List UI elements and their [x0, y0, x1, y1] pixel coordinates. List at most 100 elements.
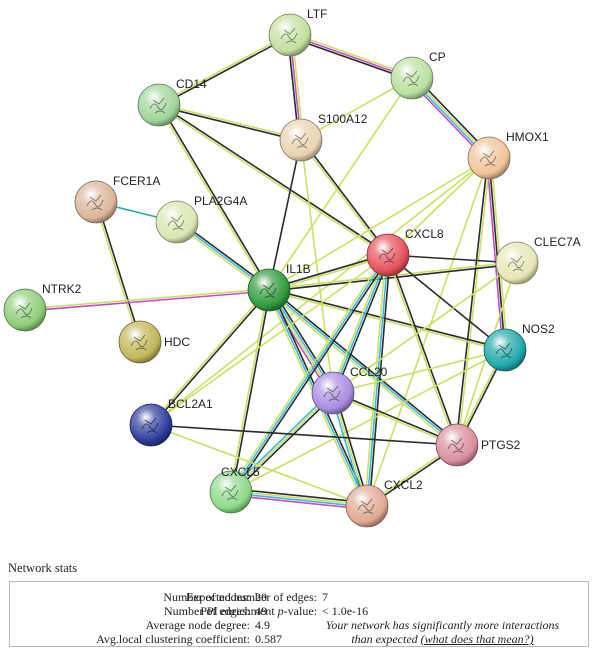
node-label: PTGS2 [481, 438, 521, 452]
edge-line [158, 33, 290, 105]
edge-line [149, 288, 269, 425]
node-hdc[interactable]: HDC [118, 320, 190, 364]
node-fcer1a[interactable]: FCER1A [74, 174, 160, 224]
edge-cxcl8-cxcl5 [228, 253, 391, 494]
node-cxcl5[interactable]: CXCL5 [209, 465, 260, 514]
edge-line [268, 157, 490, 291]
nodes-label: Number of nodes: [163, 590, 250, 604]
protein-structure-icon [15, 302, 33, 319]
protein-node-circle[interactable] [268, 13, 312, 57]
protein-structure-icon [221, 484, 239, 501]
node-cd14[interactable]: CD14 [137, 77, 207, 127]
edge-hmox1-bcl2a1 [150, 157, 490, 426]
node-nos2[interactable]: NOS2 [483, 322, 555, 372]
edge-line [157, 105, 269, 291]
node-label: HDC [164, 335, 190, 349]
protein-structure-icon [378, 247, 396, 264]
what-does-that-mean-link[interactable]: (what does that mean?) [420, 632, 534, 646]
protein-node-circle[interactable] [3, 288, 47, 332]
node-clec7a[interactable]: CLEC7A [495, 235, 581, 285]
degree-label: Average node degree: [145, 618, 250, 632]
protein-node-circle[interactable] [483, 328, 527, 372]
node-cxcl2[interactable]: CXCL2 [345, 478, 423, 528]
enrichment-note-text: than expected [351, 632, 418, 646]
edge-line [230, 254, 389, 493]
edge-il1b-nos2 [268, 288, 506, 352]
edge-line [228, 253, 387, 492]
node-ccl20[interactable]: CCL20 [311, 365, 388, 415]
protein-node-circle[interactable] [279, 118, 323, 162]
protein-node-circle[interactable] [155, 200, 199, 244]
edge-bcl2a1-cxcl2 [150, 424, 368, 507]
node-pla2g4a[interactable]: PLA2G4A [155, 194, 247, 244]
clustering-value: 0.587 [255, 632, 282, 646]
edge-line [268, 290, 505, 352]
edge-line [455, 157, 489, 445]
edge-line [267, 291, 457, 448]
node-cp[interactable]: CP [390, 50, 446, 100]
edge-line [268, 77, 413, 291]
edge-ntrk2-il1b [24, 288, 270, 312]
edge-il1b-ptgs2 [267, 287, 459, 448]
protein-node-circle[interactable] [366, 233, 410, 277]
edge-line [332, 393, 457, 447]
node-hmox1[interactable]: HMOX1 [467, 130, 549, 180]
edge-line [230, 494, 367, 511]
protein-structure-icon [447, 437, 465, 454]
ppi-value: < 1.0e-16 [322, 604, 369, 618]
edge-line [268, 289, 458, 446]
node-ptgs2[interactable]: PTGS2 [435, 423, 521, 467]
edge-cxcl8-bcl2a1 [150, 254, 389, 426]
node-ntrk2[interactable]: NTRK2 [3, 282, 82, 332]
protein-node-circle[interactable] [74, 180, 118, 224]
edge-line [332, 349, 506, 394]
protein-node-circle[interactable] [467, 136, 511, 180]
protein-structure-icon [357, 498, 375, 515]
edge-cxcl8-cxcl2 [364, 254, 391, 507]
edge-line [150, 424, 458, 446]
protein-node-circle[interactable] [495, 241, 539, 285]
node-label: IL1B [286, 262, 311, 276]
edge-ccl20-ptgs2 [332, 391, 458, 447]
node-label: NOS2 [522, 322, 555, 336]
edge-clec7a-ccl20 [332, 262, 518, 394]
protein-node-circle[interactable] [247, 268, 291, 312]
node-bcl2a1[interactable]: BCL2A1 [129, 397, 213, 447]
edge-line [150, 157, 490, 426]
protein-node-circle[interactable] [435, 423, 479, 467]
edge-line [289, 36, 412, 81]
node-label: PLA2G4A [194, 194, 247, 208]
protein-structure-icon [495, 342, 513, 359]
protein-node-circle[interactable] [345, 484, 389, 528]
edge-line [150, 424, 368, 507]
clustering-label: Avg.local clustering coefficient: [96, 632, 250, 646]
protein-node-circle[interactable] [118, 320, 162, 364]
protein-structure-icon [479, 150, 497, 167]
edge-line [488, 157, 506, 351]
edge-line [332, 254, 389, 394]
protein-node-circle[interactable] [209, 470, 253, 514]
edge-fcer1a-hdc [94, 201, 142, 343]
edge-line [230, 349, 506, 493]
protein-structure-icon [259, 282, 277, 299]
node-cxcl8[interactable]: CXCL8 [366, 227, 444, 277]
protein-node-circle[interactable] [129, 403, 173, 447]
node-label: CD14 [176, 77, 207, 91]
node-il1b[interactable]: IL1B [247, 262, 311, 312]
protein-node-circle[interactable] [311, 371, 355, 415]
ppi-label: PPI enrichment p-value: [10, 604, 317, 618]
edge-cxcl5-cxcl2 [230, 487, 368, 511]
edge-line [231, 394, 336, 495]
edge-line [457, 158, 491, 446]
edge-line [150, 254, 389, 426]
edge-nos2-ccl20 [332, 349, 506, 394]
edge-line [290, 32, 413, 77]
protein-node-circle[interactable] [137, 83, 181, 127]
protein-structure-icon [149, 97, 167, 114]
protein-node-circle[interactable] [390, 56, 434, 100]
node-s100a12[interactable]: S100A12 [279, 112, 368, 162]
node-ltf[interactable]: LTF [268, 7, 327, 57]
edge-line [231, 490, 368, 506]
node-label: CXCL2 [384, 478, 423, 492]
network-graph: LTFCPCD14S100A12HMOX1FCER1APLA2G4ACXCL8C… [3, 7, 581, 528]
